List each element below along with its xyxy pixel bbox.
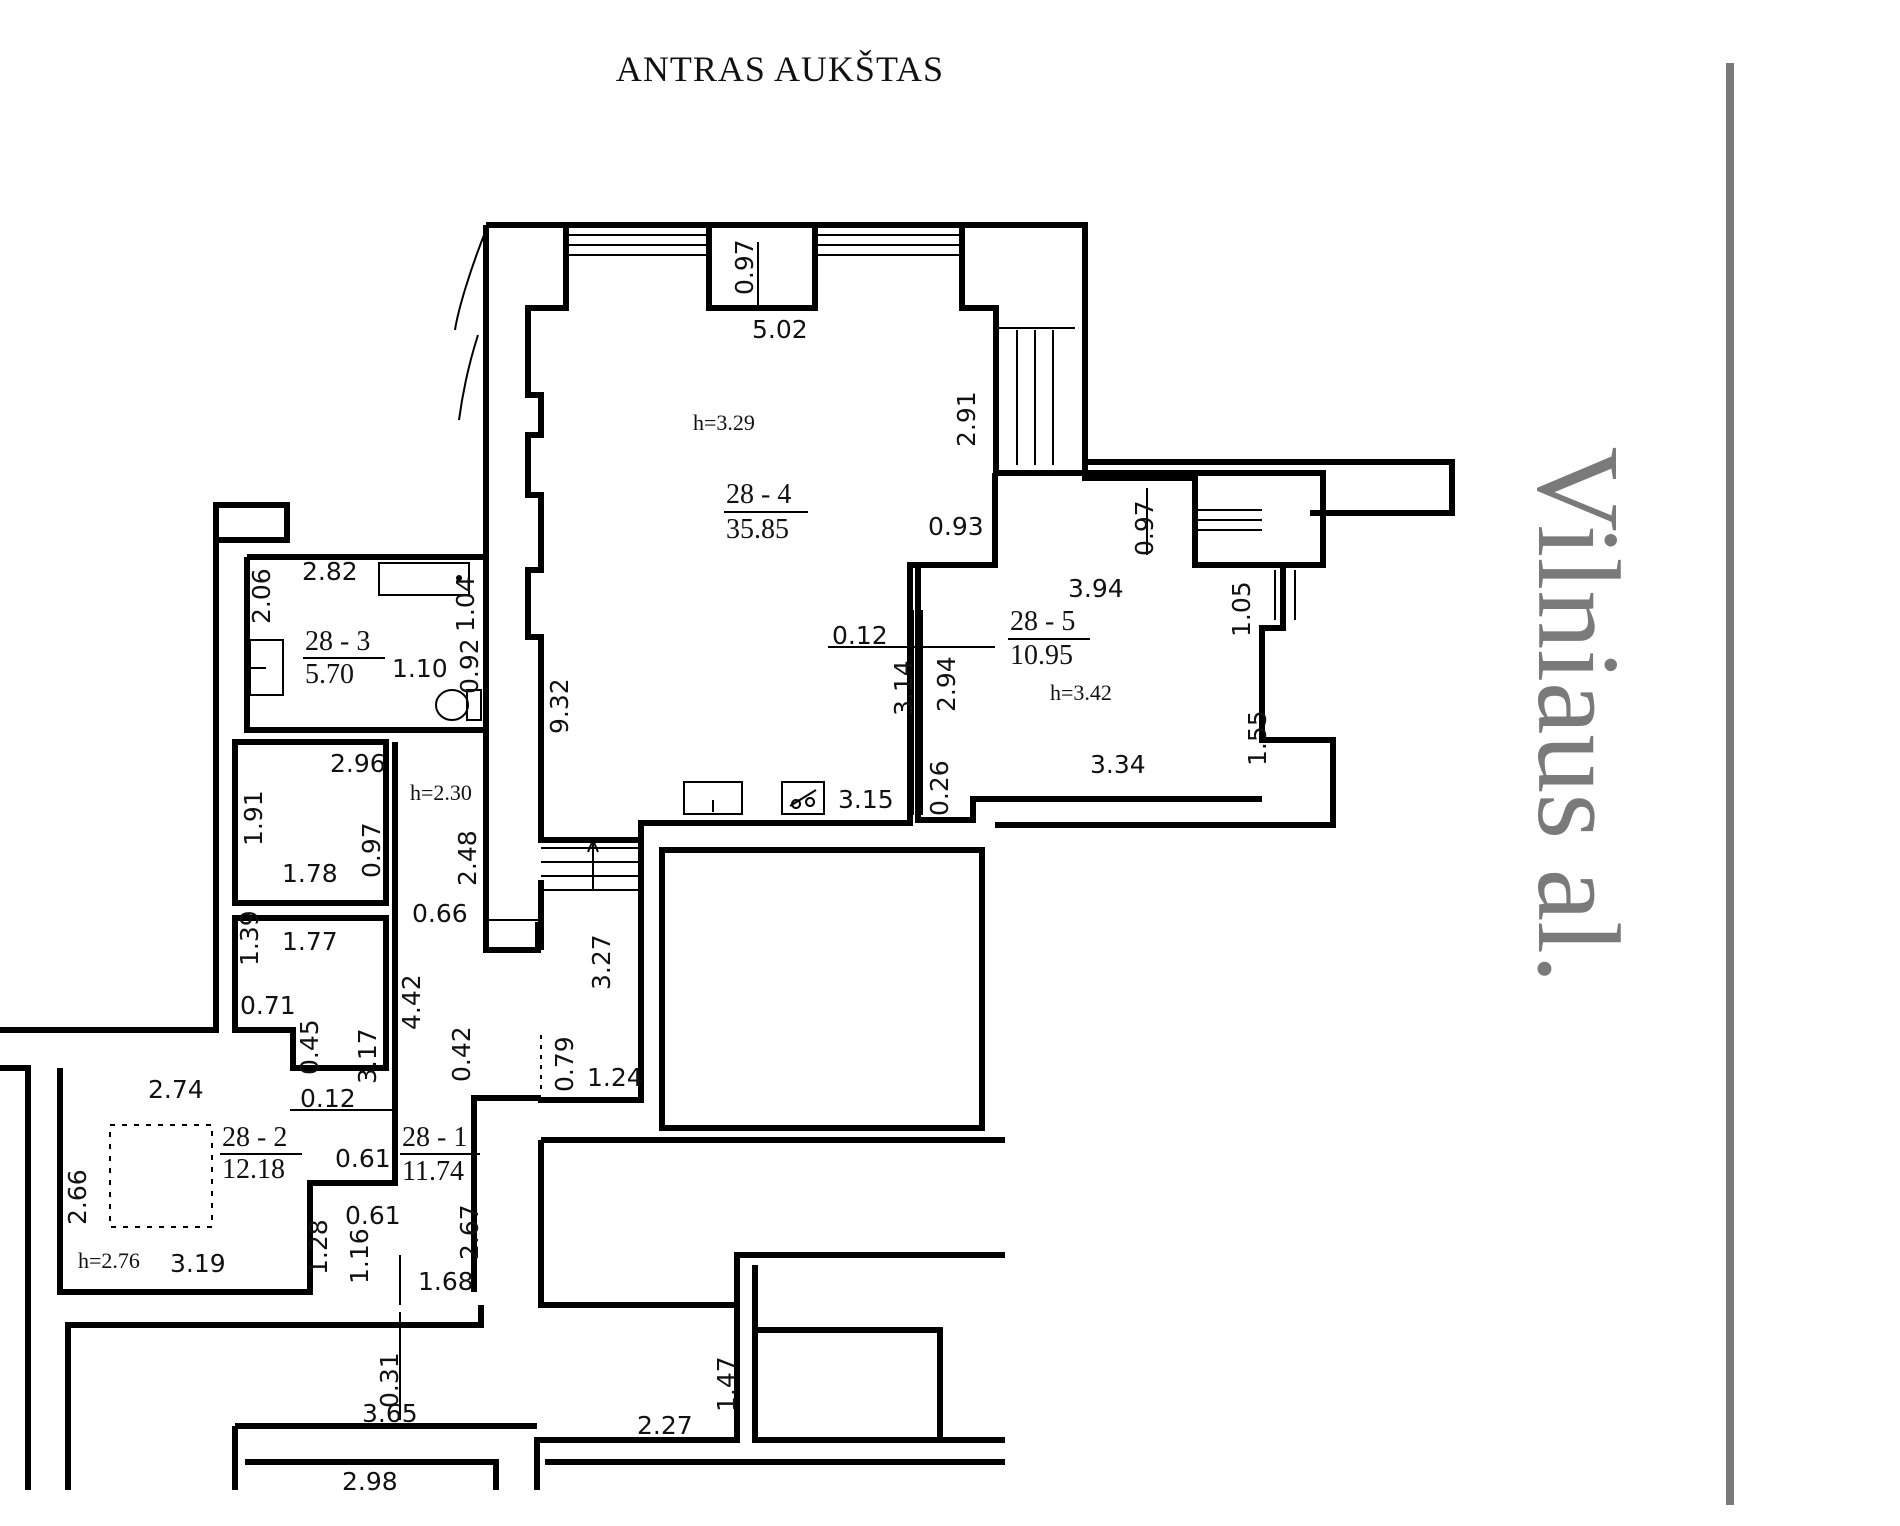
- dimension-label: 0.93: [928, 512, 984, 541]
- room-area-28-3: 5.70: [305, 659, 354, 690]
- door-arc: [454, 229, 487, 331]
- dimension-label: 0.26: [925, 760, 954, 816]
- dimension-label: 4.42: [397, 974, 426, 1030]
- dimension-label: 3.15: [838, 785, 894, 814]
- dimension-label: 3.94: [1068, 574, 1124, 603]
- room-height-28-4: h=3.29: [693, 410, 755, 435]
- door-arc: [458, 334, 479, 421]
- dimension-label: 5.02: [752, 315, 808, 344]
- room-area-28-4: 35.85: [726, 514, 789, 545]
- dimension-label: 3.17: [353, 1028, 382, 1084]
- walls: [0, 222, 1455, 1494]
- dimension-label: 2.06: [247, 568, 276, 624]
- dimension-label: 2.48: [453, 830, 482, 886]
- dimension-label: 1.04: [451, 576, 480, 632]
- stove-icon: [781, 781, 825, 815]
- room-id-28-3: 28 - 3: [305, 626, 370, 657]
- dimension-label: 0.97: [357, 822, 386, 878]
- dimension-label: 2.66: [63, 1169, 92, 1225]
- dimension-label: 0.66: [412, 899, 468, 928]
- drain-icon: [456, 575, 462, 581]
- fixtures: [109, 562, 825, 1228]
- room-id-28-5: 28 - 5: [1010, 606, 1075, 637]
- dimension-label: 3.27: [587, 934, 616, 990]
- dimension-label: 2.94: [932, 656, 961, 712]
- dimension-label: 1.16: [345, 1228, 374, 1284]
- dimension-label: 2.67: [455, 1204, 484, 1260]
- room-id-28-4: 28 - 4: [726, 479, 791, 510]
- dimension-label: 1.10: [392, 654, 448, 683]
- stairs: [541, 837, 641, 891]
- dimension-label: 1.28: [304, 1219, 333, 1275]
- dimension-label: 1.68: [418, 1267, 474, 1296]
- windows-top: [566, 234, 1296, 620]
- shower-area-outline: [109, 1124, 213, 1228]
- dimension-label: 2.96: [330, 749, 386, 778]
- street-line: [1726, 63, 1734, 1505]
- dimension-label: 0.12: [300, 1084, 356, 1113]
- dimension-label: 3.65: [362, 1399, 418, 1428]
- dimension-label: 0.45: [295, 1019, 324, 1075]
- dimension-label: 0.97: [730, 239, 759, 295]
- dimension-label: 1.47: [712, 1356, 741, 1412]
- room-height-28-5: h=3.42: [1050, 680, 1112, 705]
- dimension-label: 0.79: [550, 1036, 579, 1092]
- room-labels: 28 - 4 35.85 h=3.29 28 - 5 10.95 h=3.42 …: [78, 410, 1112, 1273]
- kitchen-sink-icon: [683, 781, 743, 815]
- dimension-label: 0.61: [335, 1144, 391, 1173]
- dimension-label: 0.12: [832, 621, 888, 650]
- bathtub-icon: [378, 562, 470, 596]
- dimension-label: 0.71: [240, 991, 296, 1020]
- dimension-label: 1.91: [239, 790, 268, 846]
- dimension-label: 0.92: [455, 638, 484, 694]
- page-title: ANTRAS AUKŠTAS: [615, 49, 945, 89]
- room-height-28-2: h=2.76: [78, 1248, 140, 1273]
- dimension-labels: 0.97 5.02 2.91 0.93 0.97 3.94 1.05 0.12 …: [63, 239, 1272, 1496]
- dimension-label: 0.97: [1130, 500, 1159, 556]
- room-area-28-5: 10.95: [1010, 640, 1073, 671]
- dimension-label: 1.78: [282, 859, 338, 888]
- dimension-label: 0.31: [375, 1352, 404, 1408]
- room-area-28-1: 11.74: [402, 1156, 464, 1187]
- dimension-lines: [290, 242, 1148, 1420]
- dimension-label: 3.19: [170, 1249, 226, 1278]
- dimension-label: 2.74: [148, 1075, 204, 1104]
- dimension-label: 3.34: [1090, 750, 1146, 779]
- dimension-label: 2.91: [952, 391, 981, 447]
- dimension-label: 2.27: [637, 1411, 693, 1440]
- room-id-28-2: 28 - 2: [222, 1122, 287, 1153]
- room-area-28-2: 12.18: [222, 1154, 285, 1185]
- dimension-label: 0.61: [345, 1201, 401, 1230]
- dimension-label: 2.82: [302, 557, 358, 586]
- dimension-label: 1.39: [235, 910, 264, 966]
- dimension-label: 0.42: [447, 1026, 476, 1082]
- dimension-label: 1.77: [282, 927, 338, 956]
- room-height-28-1: h=2.30: [410, 780, 472, 805]
- dimension-label: 1.05: [1227, 581, 1256, 637]
- dimension-label: 2.98: [342, 1467, 398, 1496]
- dimension-label: 3.14: [889, 660, 918, 716]
- dimension-label: 1.24: [587, 1063, 643, 1092]
- room-id-28-1: 28 - 1: [402, 1122, 467, 1153]
- dimension-label: 1.55: [1243, 710, 1272, 766]
- dimension-label: 9.32: [545, 678, 574, 734]
